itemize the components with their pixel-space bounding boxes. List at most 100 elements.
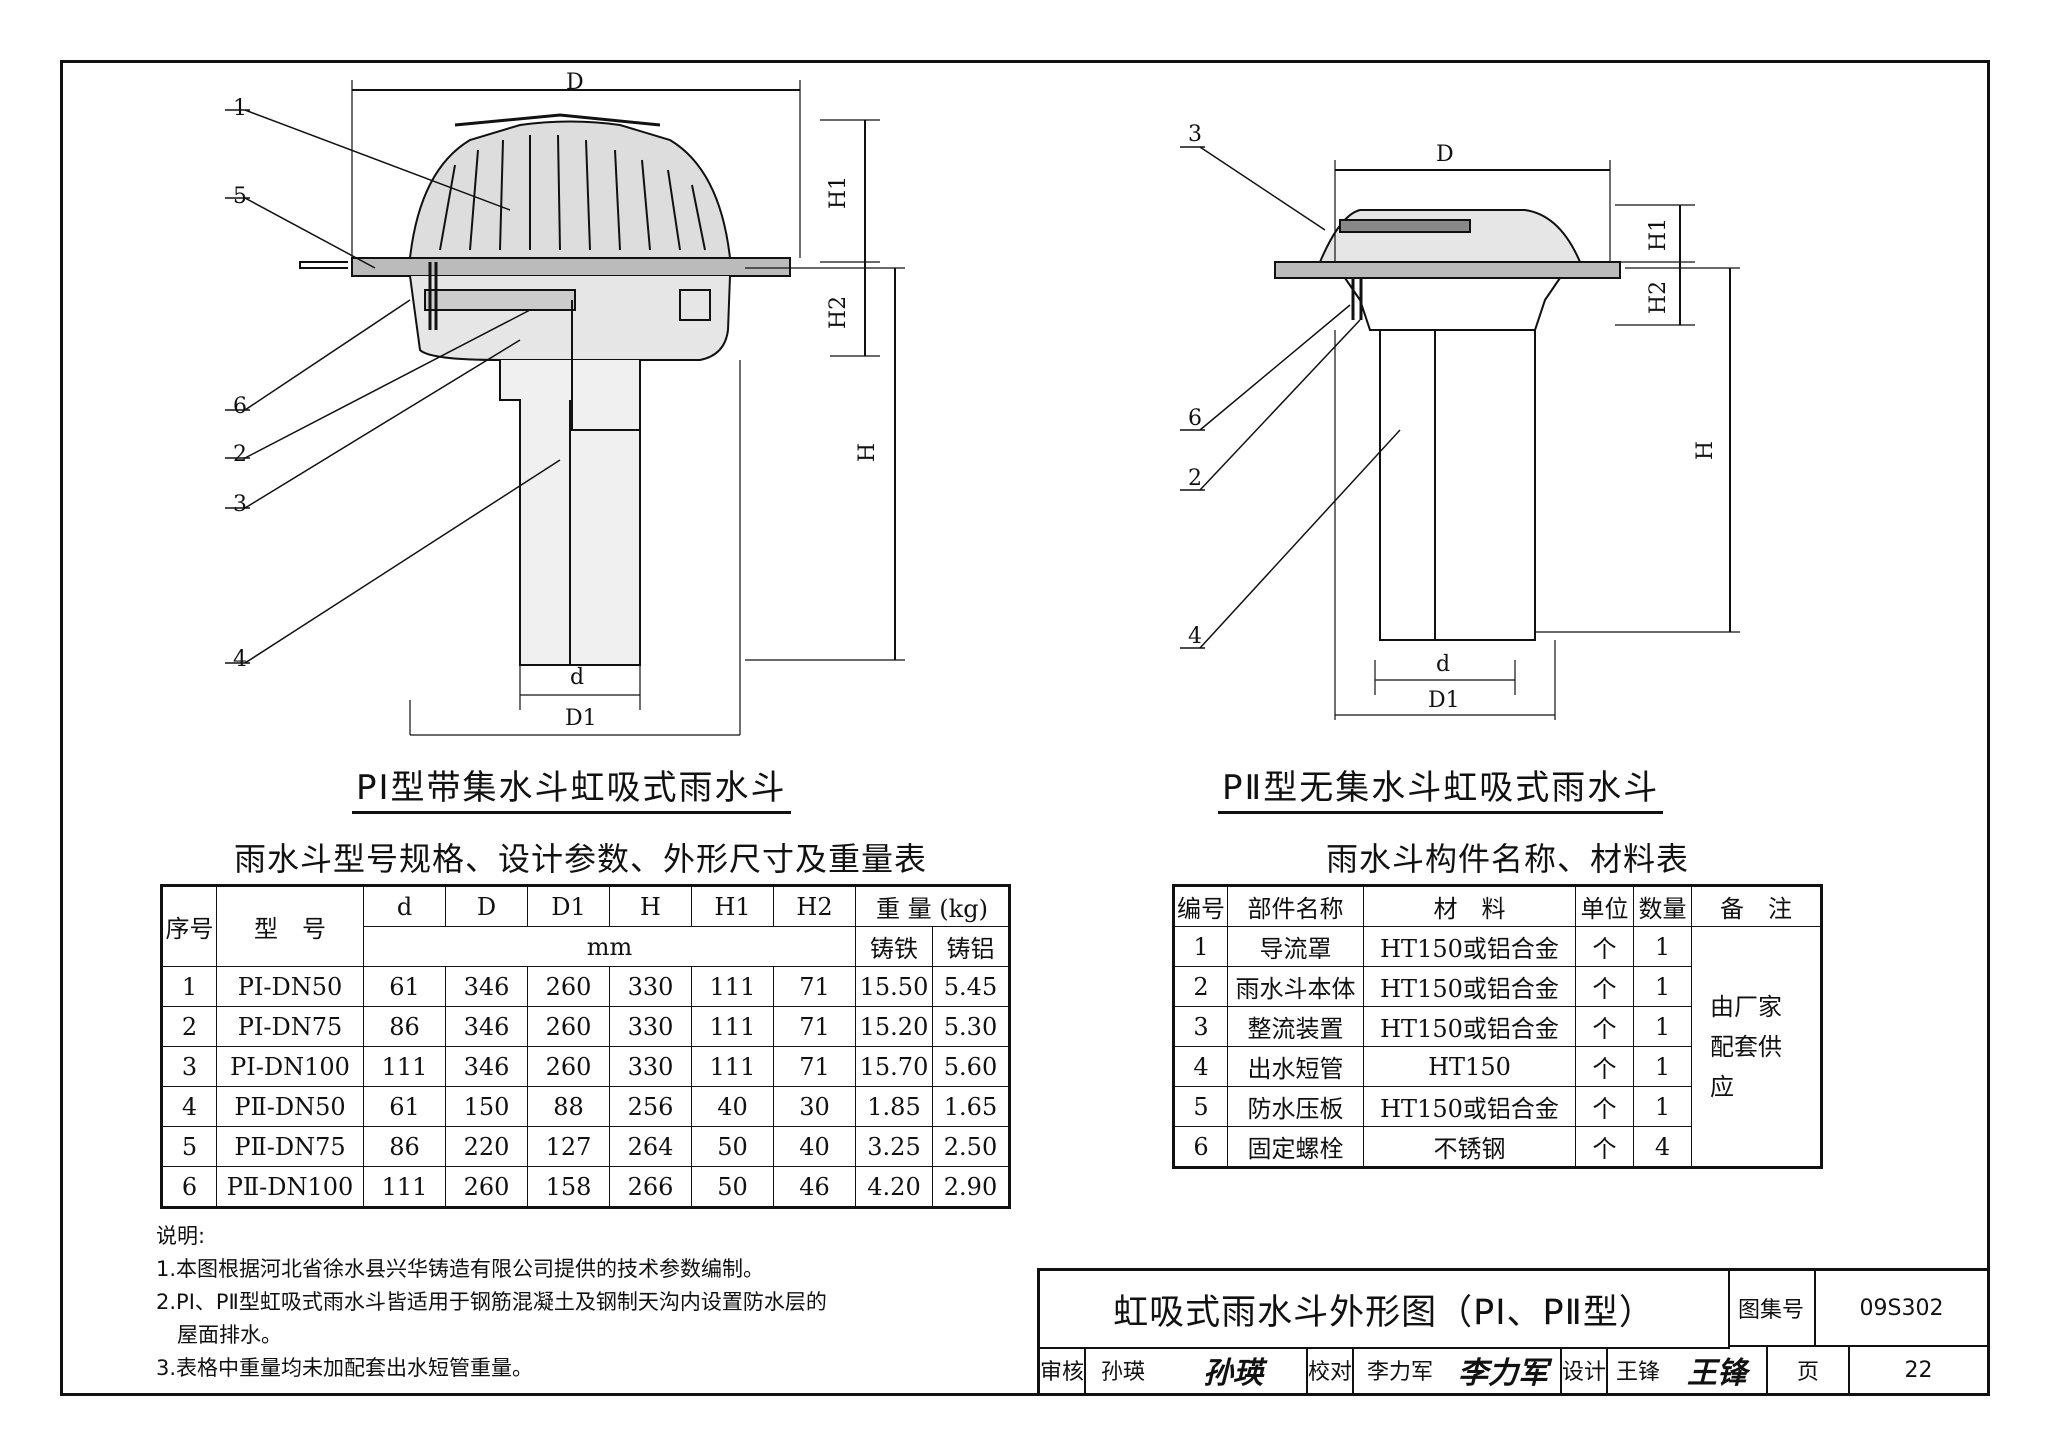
header-H: H: [609, 885, 692, 927]
table-cell: 260: [445, 1166, 528, 1208]
table-cell: 1: [1633, 926, 1692, 967]
checker-name: 李力军: [1366, 1360, 1433, 1385]
table-cell: 6: [1173, 1126, 1228, 1168]
table-cell: 整流装置: [1227, 1006, 1364, 1047]
header-weight: 重 量 (kg): [855, 885, 1010, 927]
header-D1: D1: [527, 885, 610, 927]
table-cell: 150: [445, 1086, 528, 1127]
table-cell: 260: [527, 966, 610, 1007]
table-cell: 3.25: [855, 1126, 933, 1167]
table-cell: 5: [1173, 1086, 1228, 1127]
table-cell: HT150或铝合金: [1363, 926, 1576, 967]
designer-name: 王锋: [1615, 1360, 1660, 1385]
parts-header: 备 注: [1691, 885, 1822, 927]
table-cell: 1: [1173, 926, 1228, 967]
table-cell: 158: [527, 1166, 610, 1208]
table-cell: 346: [445, 1006, 528, 1047]
table-cell: 71: [773, 966, 856, 1007]
table-cell: PⅡ-DN50: [216, 1086, 364, 1127]
table-cell: HT150或铝合金: [1363, 966, 1576, 1007]
left-part-label: 6: [233, 394, 247, 419]
parts-header: 单位: [1575, 885, 1634, 927]
atlas-label: 图集号: [1728, 1271, 1816, 1347]
table-cell: PⅠ-DN50: [216, 966, 364, 1007]
table-cell: 1: [1633, 1046, 1692, 1087]
parts-header: 材 料: [1363, 885, 1576, 927]
right-part-label: 4: [1188, 624, 1202, 649]
left-figure-title: PⅠ型带集水斗虹吸式雨水斗: [352, 760, 791, 814]
table-cell: 266: [609, 1166, 692, 1208]
header-model: 型 号: [216, 885, 364, 967]
table-cell: 1.85: [855, 1086, 933, 1127]
parts-header-row: 编号 部件名称 材 料 单位 数量 备 注: [1173, 885, 1822, 927]
review-label: 审核: [1040, 1347, 1086, 1393]
note-item: 1.本图根据河北省徐水县兴华铸造有限公司提供的技术参数编制。: [156, 1257, 765, 1281]
table-cell: 1.65: [932, 1086, 1010, 1127]
left-part-label: 2: [233, 442, 247, 467]
table-cell: 346: [445, 966, 528, 1007]
header-H2: H2: [773, 885, 856, 927]
left-part-label: 3: [233, 492, 247, 517]
table-cell: 88: [527, 1086, 610, 1127]
table-cell: 个: [1575, 1006, 1634, 1047]
table-cell: 264: [609, 1126, 692, 1167]
right-part-label: 6: [1188, 406, 1202, 431]
table-cell: 3: [161, 1046, 217, 1087]
table-cell: 5.60: [932, 1046, 1010, 1087]
right-part-label: 2: [1188, 466, 1202, 491]
reviewer-signature: 孙瑛: [1160, 1347, 1308, 1393]
table-cell: 5: [161, 1126, 217, 1167]
table-cell: 260: [527, 1046, 610, 1087]
table-cell: HT150或铝合金: [1363, 1006, 1576, 1047]
header-no: 序号: [161, 885, 217, 967]
left-dim-D1: D1: [565, 706, 597, 731]
design-label: 设计: [1562, 1347, 1608, 1393]
table-cell: 50: [691, 1126, 774, 1167]
notes: 说明: 1.本图根据河北省徐水县兴华铸造有限公司提供的技术参数编制。 2.PⅠ、…: [156, 1220, 827, 1385]
table-cell: PⅡ-DN75: [216, 1126, 364, 1167]
table-cell: 111: [363, 1046, 446, 1087]
table-cell: 个: [1575, 1046, 1634, 1087]
note-item: 3.表格中重量均未加配套出水短管重量。: [156, 1356, 534, 1380]
parts-header: 编号: [1173, 885, 1228, 927]
right-dim-H: H: [1693, 440, 1719, 461]
drawing-frame: [60, 60, 1990, 1396]
table-cell: 330: [609, 1006, 692, 1047]
table-cell: 1: [1633, 1006, 1692, 1047]
left-dim-d: d: [570, 665, 585, 690]
table-cell: 330: [609, 1046, 692, 1087]
table-cell: 防水压板: [1227, 1086, 1364, 1127]
note-item: 屋面排水。: [156, 1323, 282, 1347]
table-cell: 个: [1575, 966, 1634, 1007]
check-label: 校对: [1308, 1347, 1354, 1393]
table-cell: 15.20: [855, 1006, 933, 1047]
right-dim-d: d: [1436, 652, 1451, 677]
header-D: D: [445, 885, 528, 927]
table-cell: 61: [363, 1086, 446, 1127]
atlas-number: 09S302: [1816, 1271, 1987, 1347]
page-label: 页: [1768, 1347, 1850, 1393]
table-cell: 71: [773, 1046, 856, 1087]
table-cell: 111: [363, 1166, 446, 1208]
table-cell: 220: [445, 1126, 528, 1167]
left-dim-H2: H2: [826, 295, 852, 330]
table-cell: 4.20: [855, 1166, 933, 1208]
left-part-label: 1: [233, 96, 247, 121]
designer-signature: 王锋: [1668, 1347, 1768, 1393]
reviewer-name: 孙瑛: [1100, 1360, 1145, 1385]
table-cell: PⅠ-DN75: [216, 1006, 364, 1047]
table-cell: 2: [1173, 966, 1228, 1007]
parts-header: 数量: [1633, 885, 1692, 927]
table-cell: 256: [609, 1086, 692, 1127]
table-cell: 1: [1633, 1086, 1692, 1127]
table-cell: 71: [773, 1006, 856, 1047]
